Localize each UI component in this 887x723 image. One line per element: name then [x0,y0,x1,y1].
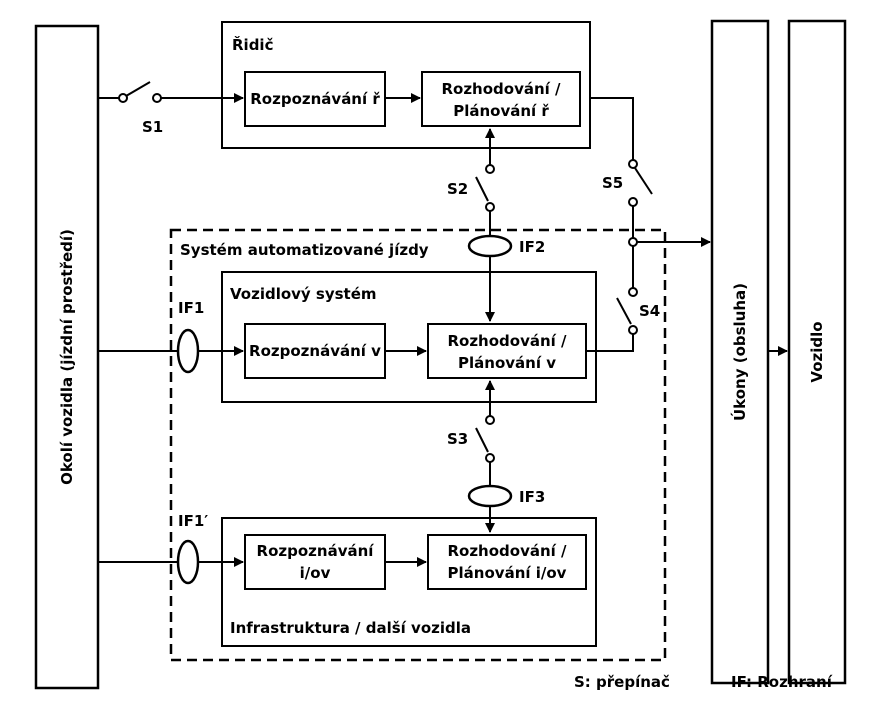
s4-contact-a [628,287,638,297]
vehicle-recognition-label: Rozpoznávání v [249,342,381,360]
if2-label: IF2 [519,238,545,256]
infra-recognition-box [244,534,386,590]
s2-label: S2 [447,180,468,198]
automation-title: Systém automatizované jízdy [180,241,429,259]
infrastructure-title: Infrastruktura / další vozidla [230,619,471,637]
s3-contact-b [485,453,495,463]
vehicle-panel [787,19,847,685]
vehicle-recognition-box [244,323,386,379]
legend-interface: IF: Rozhraní [731,673,833,691]
infra-recognition-line1: Rozpoznávání [257,542,375,560]
vehicle-to-s4-wire [586,334,634,352]
driver-decision-line2: Plánování ř [453,102,549,120]
if3-label: IF3 [519,488,545,506]
s5-label: S5 [602,174,623,192]
if1p-label: IF1′ [178,512,208,530]
driver-recognition-box [244,71,386,127]
if1-ellipse [176,328,200,374]
s1-label: S1 [142,118,163,136]
s1-contact-a [118,93,128,103]
environment-label: Okolí vozidla (jízdní prostředí) [58,229,76,485]
if2-ellipse [467,234,513,258]
automation-box [169,228,667,662]
junction-node [628,237,638,247]
if1p-ellipse [176,539,200,585]
driver-decision-box [421,71,581,127]
vehicle-decision-box [427,323,587,379]
infra-decision-box [427,534,587,590]
driver-decision-line1: Rozhodování / [441,80,561,98]
switch-contacts [118,93,638,463]
s1-blade [125,81,151,97]
s3-blade [475,427,489,453]
s3-label: S3 [447,430,468,448]
s4-contact-b [628,325,638,335]
actions-label: Úkony (obsluha) [730,283,749,421]
legend-switch: S: přepínač [574,673,670,691]
actions-panel [710,19,770,685]
s3-contact-a [485,415,495,425]
s2-contact-a [485,164,495,174]
vehicle-label: Vozidlo [808,321,826,382]
s4-blade [616,297,632,325]
if1-label: IF1 [178,299,204,317]
infra-decision-line1: Rozhodování / [447,542,567,560]
vehicle-decision-line2: Plánování v [458,354,556,372]
if3-ellipse [467,484,513,508]
s1-contact-b [152,93,162,103]
environment-panel [34,24,100,690]
connections [98,81,788,567]
s4-label: S4 [639,302,660,320]
infra-decision-line2: Plánování i/ov [448,564,567,582]
driver-title: Řidič [232,35,274,54]
s5-contact-b [628,197,638,207]
s2-contact-b [485,202,495,212]
driver-recognition-label: Rozpoznávání ř [250,90,380,108]
vehicle-decision-line1: Rozhodování / [447,332,567,350]
interfaces [176,234,513,585]
s2-blade [475,176,489,202]
s5-contact-a [628,159,638,169]
infra-recognition-line2: i/ov [300,564,331,582]
vehicle-system-title: Vozidlový systém [230,285,377,303]
s5-blade [634,167,653,195]
driver-to-s5-wire [590,97,634,160]
